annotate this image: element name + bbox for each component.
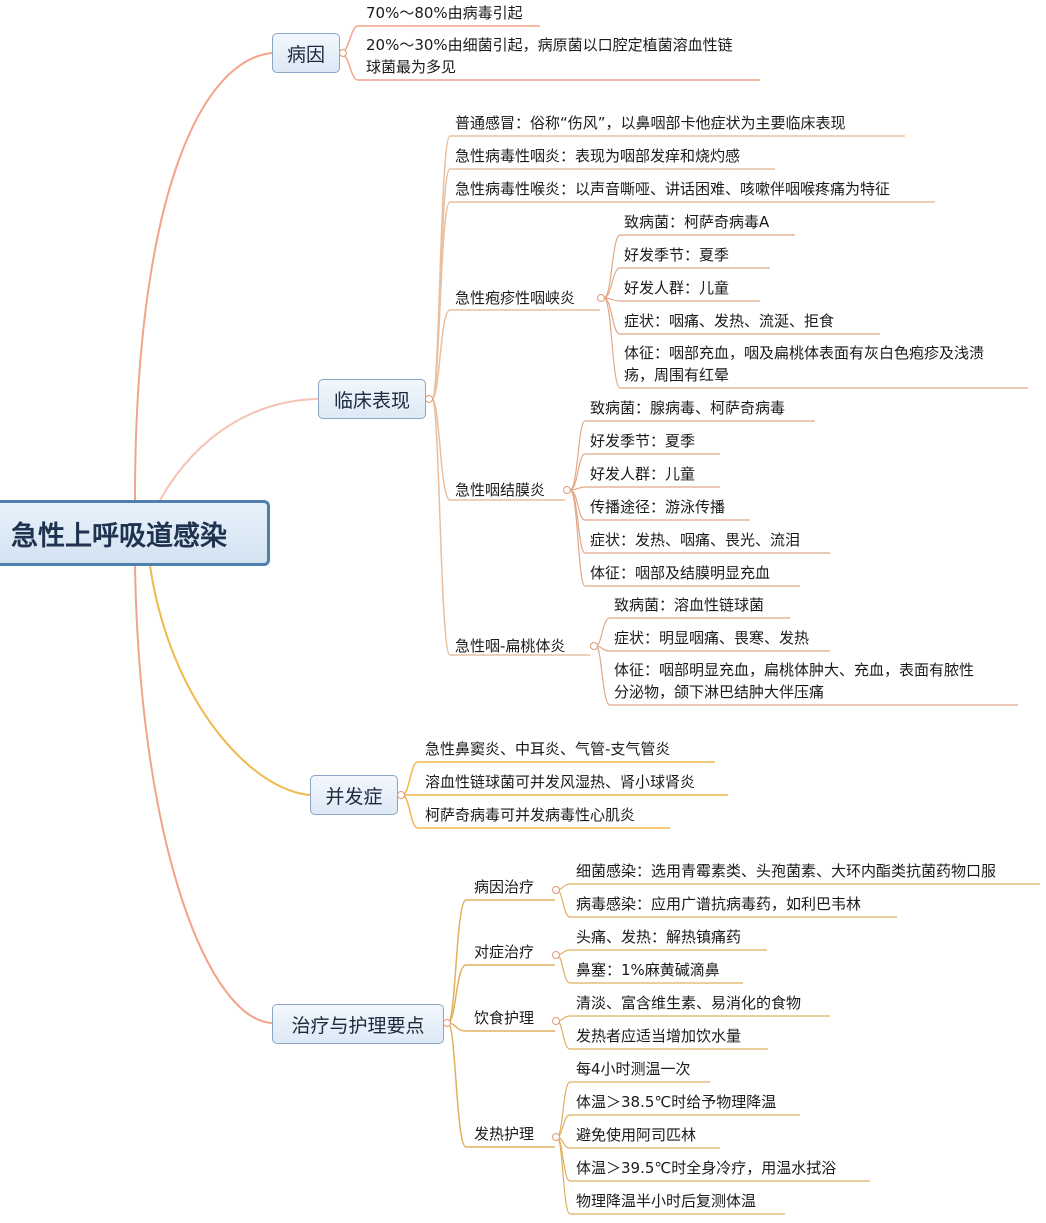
complication-item: 溶血性链球菌可并发风湿热、肾小球肾炎 xyxy=(425,773,696,791)
root-node[interactable]: 急性上呼吸道感染 xyxy=(0,500,270,566)
conjunctivitis-item: 传播途径：游泳传播 xyxy=(590,498,726,516)
collapse-dot[interactable] xyxy=(425,395,433,403)
clinical-item-laryngitis: 急性病毒性喉炎：以声音嘶哑、讲话困难、咳嗽伴咽喉疼痛为特征 xyxy=(455,180,891,198)
branch-cause[interactable]: 病因 xyxy=(272,33,340,73)
collapse-dot[interactable] xyxy=(563,486,571,494)
tonsillitis-item: 致病菌：溶血性链球菌 xyxy=(614,596,765,614)
fever-item: 避免使用阿司匹林 xyxy=(576,1126,697,1144)
fever-item: 物理降温半小时后复测体温 xyxy=(576,1192,757,1210)
branch-label: 治疗与护理要点 xyxy=(291,1014,425,1037)
collapse-dot[interactable] xyxy=(552,1133,560,1141)
herpangina-item: 致病菌：柯萨奇病毒A xyxy=(624,213,770,231)
collapse-dot[interactable] xyxy=(443,1019,451,1027)
diet-item: 清淡、富含维生素、易消化的食物 xyxy=(576,994,802,1012)
collapse-dot[interactable] xyxy=(597,294,605,302)
branch-complication[interactable]: 并发症 xyxy=(310,775,398,815)
complication-item: 急性鼻窦炎、中耳炎、气管-支气管炎 xyxy=(425,740,671,758)
tonsillitis-item: 症状：明显咽痛、畏寒、发热 xyxy=(614,629,810,647)
tonsillitis-node[interactable]: 急性咽-扁桃体炎 xyxy=(455,637,566,655)
collapse-dot[interactable] xyxy=(552,1017,560,1025)
collapse-dot[interactable] xyxy=(552,886,560,894)
herpangina-node[interactable]: 急性疱疹性咽峡炎 xyxy=(455,289,576,307)
fever-item: 体温＞39.5℃时全身冷疗，用温水拭浴 xyxy=(576,1159,837,1177)
herpangina-item-cont: 疡，周围有红晕 xyxy=(624,366,730,384)
cause-treat-node[interactable]: 病因治疗 xyxy=(474,878,535,896)
symptom-treat-item: 鼻塞：1%麻黄碱滴鼻 xyxy=(576,961,720,979)
symptom-treat-node[interactable]: 对症治疗 xyxy=(474,943,535,961)
diet-item: 发热者应适当增加饮水量 xyxy=(576,1027,742,1045)
branch-label: 临床表现 xyxy=(333,389,410,412)
herpangina-item: 好发人群：儿童 xyxy=(624,279,730,297)
branch-clinical[interactable]: 临床表现 xyxy=(318,379,426,419)
collapse-dot[interactable] xyxy=(552,951,560,959)
fever-node[interactable]: 发热护理 xyxy=(474,1125,535,1143)
conjunctivitis-item: 症状：发热、咽痛、畏光、流泪 xyxy=(590,531,801,549)
tonsillitis-item-cont: 分泌物，颌下淋巴结肿大伴压痛 xyxy=(614,683,825,701)
fever-item: 体温＞38.5℃时给予物理降温 xyxy=(576,1093,777,1111)
branch-treatment[interactable]: 治疗与护理要点 xyxy=(272,1004,444,1044)
herpangina-item: 症状：咽痛、发热、流涎、拒食 xyxy=(624,312,835,330)
cause-item-2: 20%～30%由细菌引起，病原菌以口腔定植菌溶血性链 xyxy=(366,36,733,54)
clinical-item-cold: 普通感冒：俗称“伤风”，以鼻咽部卡他症状为主要临床表现 xyxy=(455,114,846,132)
collapse-dot[interactable] xyxy=(397,791,405,799)
tonsillitis-item: 体征：咽部明显充血，扁桃体肿大、充血，表面有脓性 xyxy=(614,661,975,679)
conjunctivitis-item: 体征：咽部及结膜明显充血 xyxy=(590,564,771,582)
symptom-treat-item: 头痛、发热：解热镇痛药 xyxy=(576,928,742,946)
collapse-dot[interactable] xyxy=(339,49,347,57)
collapse-dot[interactable] xyxy=(590,642,598,650)
root-label: 急性上呼吸道感染 xyxy=(11,520,227,552)
conjunctivitis-node[interactable]: 急性咽结膜炎 xyxy=(455,481,546,499)
cause-item-2-cont: 球菌最为多见 xyxy=(366,58,457,76)
conjunctivitis-item: 致病菌：腺病毒、柯萨奇病毒 xyxy=(590,399,786,417)
branch-label: 病因 xyxy=(286,43,325,66)
herpangina-item: 好发季节：夏季 xyxy=(624,246,730,264)
cause-item-1: 70%～80%由病毒引起 xyxy=(366,4,523,22)
conjunctivitis-item: 好发季节：夏季 xyxy=(590,432,696,450)
cause-treat-item: 细菌感染：选用青霉素类、头孢菌素、大环内酯类抗菌药物口服 xyxy=(576,862,997,880)
herpangina-item: 体征：咽部充血，咽及扁桃体表面有灰白色疱疹及浅溃 xyxy=(624,344,985,362)
complication-item: 柯萨奇病毒可并发病毒性心肌炎 xyxy=(425,806,636,824)
branch-label: 并发症 xyxy=(325,785,383,808)
conjunctivitis-item: 好发人群：儿童 xyxy=(590,465,696,483)
diet-node[interactable]: 饮食护理 xyxy=(474,1009,535,1027)
fever-item: 每4小时测温一次 xyxy=(576,1060,691,1078)
cause-treat-item: 病毒感染：应用广谱抗病毒药，如利巴韦林 xyxy=(576,895,862,913)
clinical-item-pharyngitis: 急性病毒性咽炎：表现为咽部发痒和烧灼感 xyxy=(455,147,741,165)
